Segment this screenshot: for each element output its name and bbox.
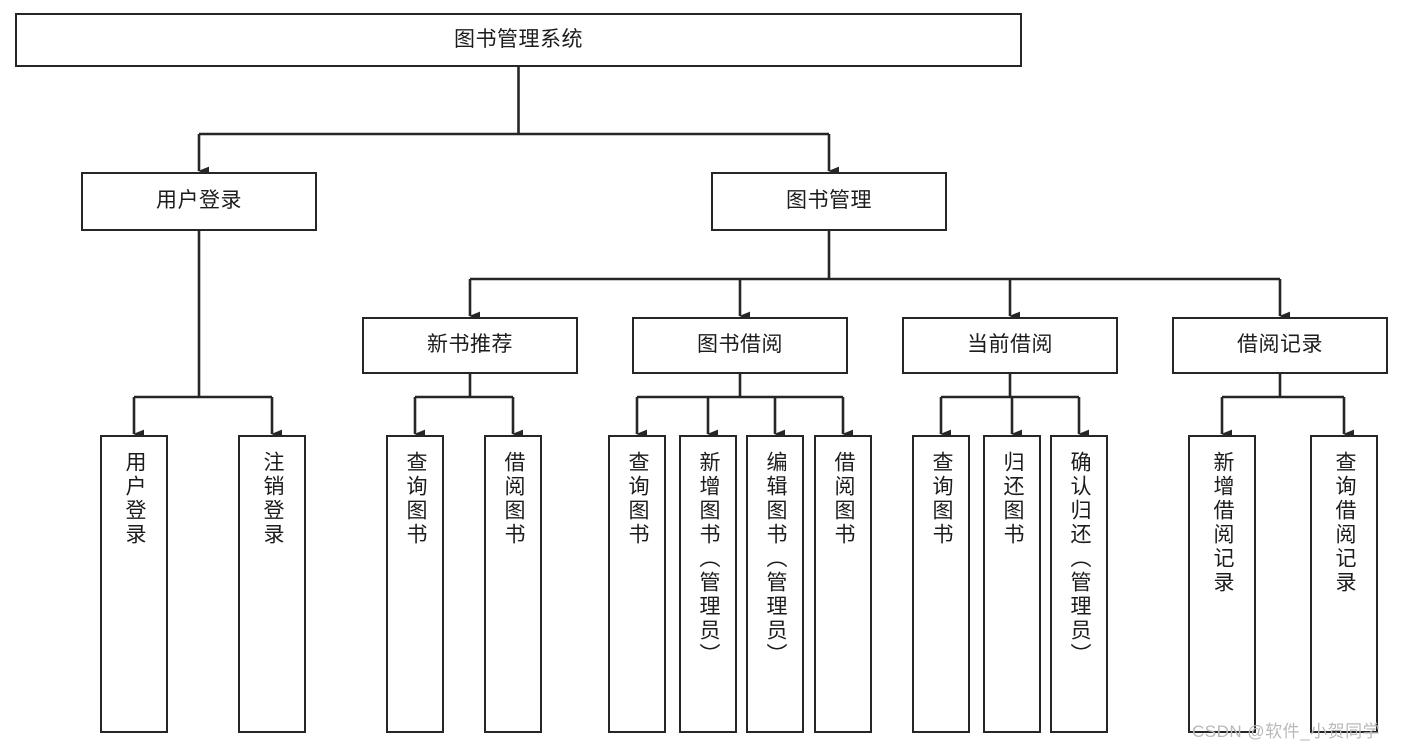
- node-label: 查询借阅记录: [1333, 451, 1357, 595]
- node-borrow-record[interactable]: 借阅记录: [1172, 317, 1388, 374]
- node-leaf-bb-edit[interactable]: 编辑图书（管理员）: [746, 435, 804, 733]
- node-label: 图书管理系统: [454, 27, 583, 51]
- node-leaf-bb-borrow[interactable]: 借阅图书: [814, 435, 872, 733]
- node-label: 查询图书: [626, 451, 650, 547]
- node-leaf-bb-query[interactable]: 查询图书: [608, 435, 666, 733]
- node-leaf-cb-query[interactable]: 查询图书: [912, 435, 970, 733]
- node-label: 归还图书: [1001, 451, 1025, 547]
- node-leaf-bb-add[interactable]: 新增图书（管理员）: [679, 435, 737, 733]
- node-label: 用户登录: [123, 451, 147, 547]
- node-label: 借阅图书: [502, 451, 526, 547]
- node-label: 注销登录: [261, 451, 285, 547]
- node-new-book-rec[interactable]: 新书推荐: [362, 317, 578, 374]
- node-label: 编辑图书（管理员）: [764, 451, 788, 667]
- node-leaf-cb-confirm[interactable]: 确认归还（管理员）: [1050, 435, 1108, 733]
- node-label: 新书推荐: [427, 333, 513, 357]
- node-label: 用户登录: [156, 189, 242, 213]
- node-label: 查询图书: [930, 451, 954, 547]
- node-leaf-user-login[interactable]: 用户登录: [100, 435, 168, 733]
- node-leaf-br-add[interactable]: 新增借阅记录: [1188, 435, 1256, 733]
- node-leaf-rec-query[interactable]: 查询图书: [386, 435, 444, 733]
- node-leaf-user-logout[interactable]: 注销登录: [238, 435, 306, 733]
- node-label: 查询图书: [404, 451, 428, 547]
- node-label: 借阅记录: [1237, 333, 1323, 357]
- node-label: 图书借阅: [697, 333, 783, 357]
- node-label: 新增图书（管理员）: [697, 451, 721, 667]
- node-label: 图书管理: [786, 189, 872, 213]
- node-book-manage[interactable]: 图书管理: [711, 172, 947, 231]
- node-leaf-cb-return[interactable]: 归还图书: [983, 435, 1041, 733]
- node-label: 新增借阅记录: [1211, 451, 1235, 595]
- node-label: 确认归还（管理员）: [1068, 451, 1092, 667]
- node-book-borrow[interactable]: 图书借阅: [632, 317, 848, 374]
- node-root[interactable]: 图书管理系统: [15, 13, 1022, 67]
- node-leaf-br-query[interactable]: 查询借阅记录: [1310, 435, 1378, 733]
- csdn-watermark: CSDN @软件_小贺同学: [1192, 722, 1381, 741]
- node-label: 借阅图书: [832, 451, 856, 547]
- node-user-login[interactable]: 用户登录: [81, 172, 317, 231]
- node-current-borrow[interactable]: 当前借阅: [902, 317, 1118, 374]
- node-label: 当前借阅: [967, 333, 1053, 357]
- node-leaf-rec-borrow[interactable]: 借阅图书: [484, 435, 542, 733]
